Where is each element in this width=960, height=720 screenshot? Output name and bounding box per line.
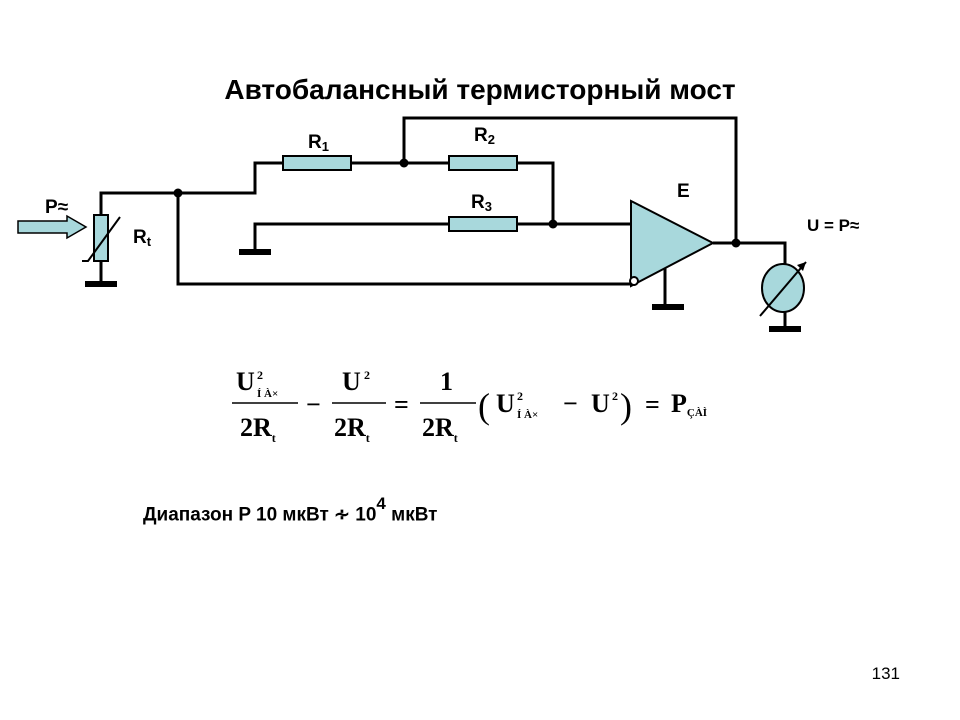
formula-paren-close: )	[620, 386, 632, 426]
formula-paren-minus: −	[563, 389, 578, 418]
slide-title: Автобалансный термисторный мост	[224, 74, 736, 105]
label-r1: R1	[308, 132, 329, 154]
wire-output	[713, 241, 787, 267]
junction-node-c	[548, 219, 558, 229]
ground-symbol-opamp	[652, 304, 684, 310]
wire-rt-top	[99, 191, 178, 215]
junction-node-b	[399, 158, 409, 168]
measurement-range: Диапазон P 10 мкВт ∻ 104 мкВт	[143, 494, 438, 526]
label-output: U = P≈	[807, 216, 859, 235]
wire-inverting-input	[176, 193, 631, 286]
formula-equals-1: =	[394, 390, 409, 419]
label-r3: R3	[471, 192, 492, 214]
formula-minus-1: −	[306, 390, 321, 419]
wire-ground-r3	[253, 222, 449, 250]
wire-r2-down	[517, 161, 555, 224]
wire-feedback	[402, 116, 738, 243]
formula-f2-numerator: U	[342, 367, 361, 396]
label-r2: R2	[474, 125, 495, 147]
range-value-exp: 4	[376, 494, 386, 513]
junction-node-a	[173, 188, 183, 198]
formula-equals-2: =	[645, 390, 660, 419]
formula-paren-open: (	[478, 386, 490, 426]
formula-paren-u1-sub: Í À×	[517, 409, 538, 421]
resistor-r2	[448, 155, 518, 171]
range-divide-symbol: ∻	[334, 504, 350, 526]
formula-f1-sub: Í À×	[257, 388, 278, 400]
wires	[99, 116, 787, 328]
wire-to-r1	[178, 161, 283, 195]
formula-f3-numerator: 1	[440, 367, 453, 396]
range-suffix: мкВт	[391, 504, 438, 526]
formula-paren-u1-exp: 2	[517, 389, 523, 403]
balance-formula: U 2 Í À× 2Rt − U 2 2Rt = 1 2Rt	[232, 367, 707, 445]
formula-f1-denominator: 2Rt	[240, 413, 276, 445]
formula-result: PÇÀÌ	[671, 389, 707, 419]
grounds	[85, 249, 801, 332]
formula-paren-u2: U	[591, 389, 610, 418]
formula-f2-exp: 2	[364, 368, 370, 382]
formula-f3-denominator: 2Rt	[422, 413, 458, 445]
formula-f1-exp: 2	[257, 368, 263, 382]
formula-paren-u2-exp: 2	[612, 389, 618, 403]
formula-f2-denominator: 2Rt	[334, 413, 370, 445]
formula-paren-u1: U	[496, 389, 515, 418]
range-value-base: 10	[355, 504, 377, 526]
label-p: P≈	[45, 197, 69, 218]
meter-arrow-head	[797, 262, 806, 271]
label-rt: Rt	[133, 227, 152, 249]
junctions	[173, 158, 741, 248]
ground-symbol-meter	[769, 326, 801, 332]
resistor-r3	[448, 216, 518, 232]
opamp-triangle	[630, 199, 716, 288]
range-prefix: Диапазон P 10 мкВт	[143, 504, 329, 526]
opamp-inverting-bubble	[629, 276, 639, 286]
label-e: E	[677, 181, 690, 202]
junction-node-output	[731, 238, 741, 248]
page-number: 131	[871, 664, 900, 683]
ground-symbol-rt	[85, 281, 117, 287]
meter-arrow-line	[759, 261, 807, 317]
ground-symbol-r3	[239, 249, 271, 255]
resistor-r1	[282, 155, 352, 171]
formula-f1-numerator: U	[236, 367, 255, 396]
power-input-arrow	[17, 214, 88, 240]
thermistor-slash	[82, 216, 121, 262]
